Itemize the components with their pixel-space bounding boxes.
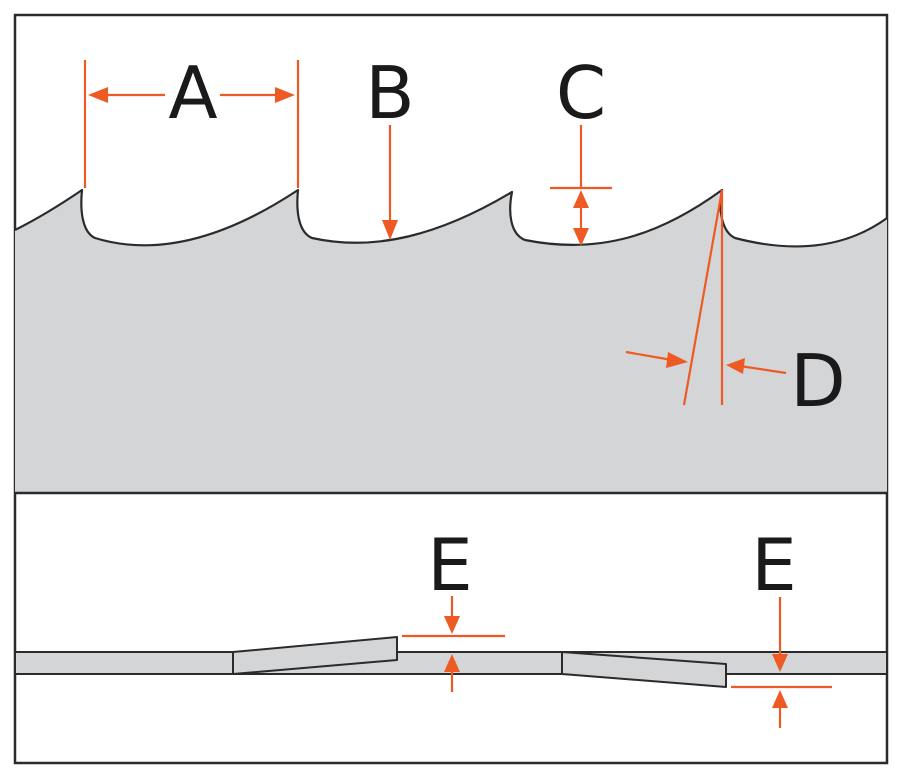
label-gullet: B [365,51,414,135]
tooth-set-left [232,636,398,675]
tooth-profile-edge [14,188,888,248]
gullet-arrow [382,125,398,240]
label-tooth-height: C [556,51,606,135]
label-set-left: E [427,523,473,607]
label-rake-angle: D [790,339,845,423]
pitch-dimension [83,60,300,188]
set-dimension-left [402,596,505,692]
label-set-right: E [751,523,797,607]
blade-side-view [15,190,887,493]
set-dimension-right [731,597,832,728]
tooth-set-right [561,651,727,688]
tooth-height-dimension [550,125,612,246]
rake-angle-dimension [625,189,787,406]
label-pitch: A [168,51,217,135]
